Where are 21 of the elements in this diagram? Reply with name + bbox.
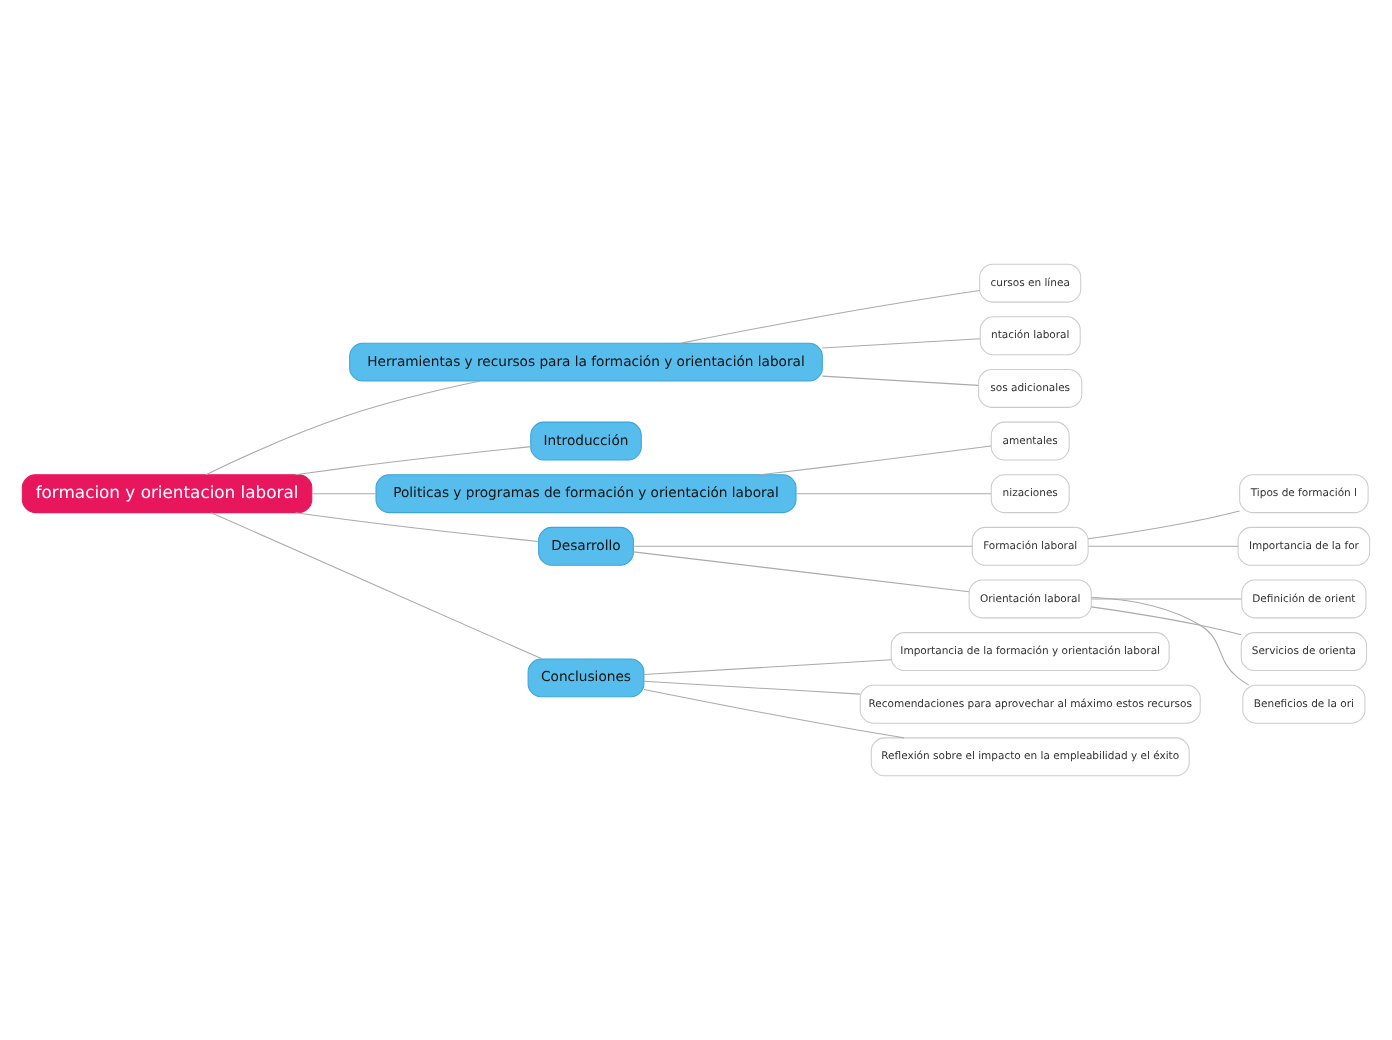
connector: [643, 659, 892, 676]
connector: [1090, 606, 1242, 636]
connector: [1087, 545, 1239, 547]
node-box: formacion y orientacion laboral: [21, 474, 313, 514]
connector: [210, 512, 543, 660]
connector: [643, 688, 905, 739]
connector: [680, 289, 981, 344]
connector: [1087, 510, 1241, 540]
connector: [643, 680, 861, 695]
connector: [205, 380, 481, 476]
connector: [821, 338, 981, 349]
connector: [1091, 598, 1242, 600]
connector: [795, 493, 992, 495]
connector: [758, 445, 992, 476]
connector: [633, 551, 970, 593]
connector: [295, 512, 539, 543]
connector: [633, 545, 973, 547]
connector: [311, 493, 377, 495]
connector: [821, 375, 979, 386]
connector: [1090, 596, 1250, 686]
connector: [295, 446, 532, 476]
